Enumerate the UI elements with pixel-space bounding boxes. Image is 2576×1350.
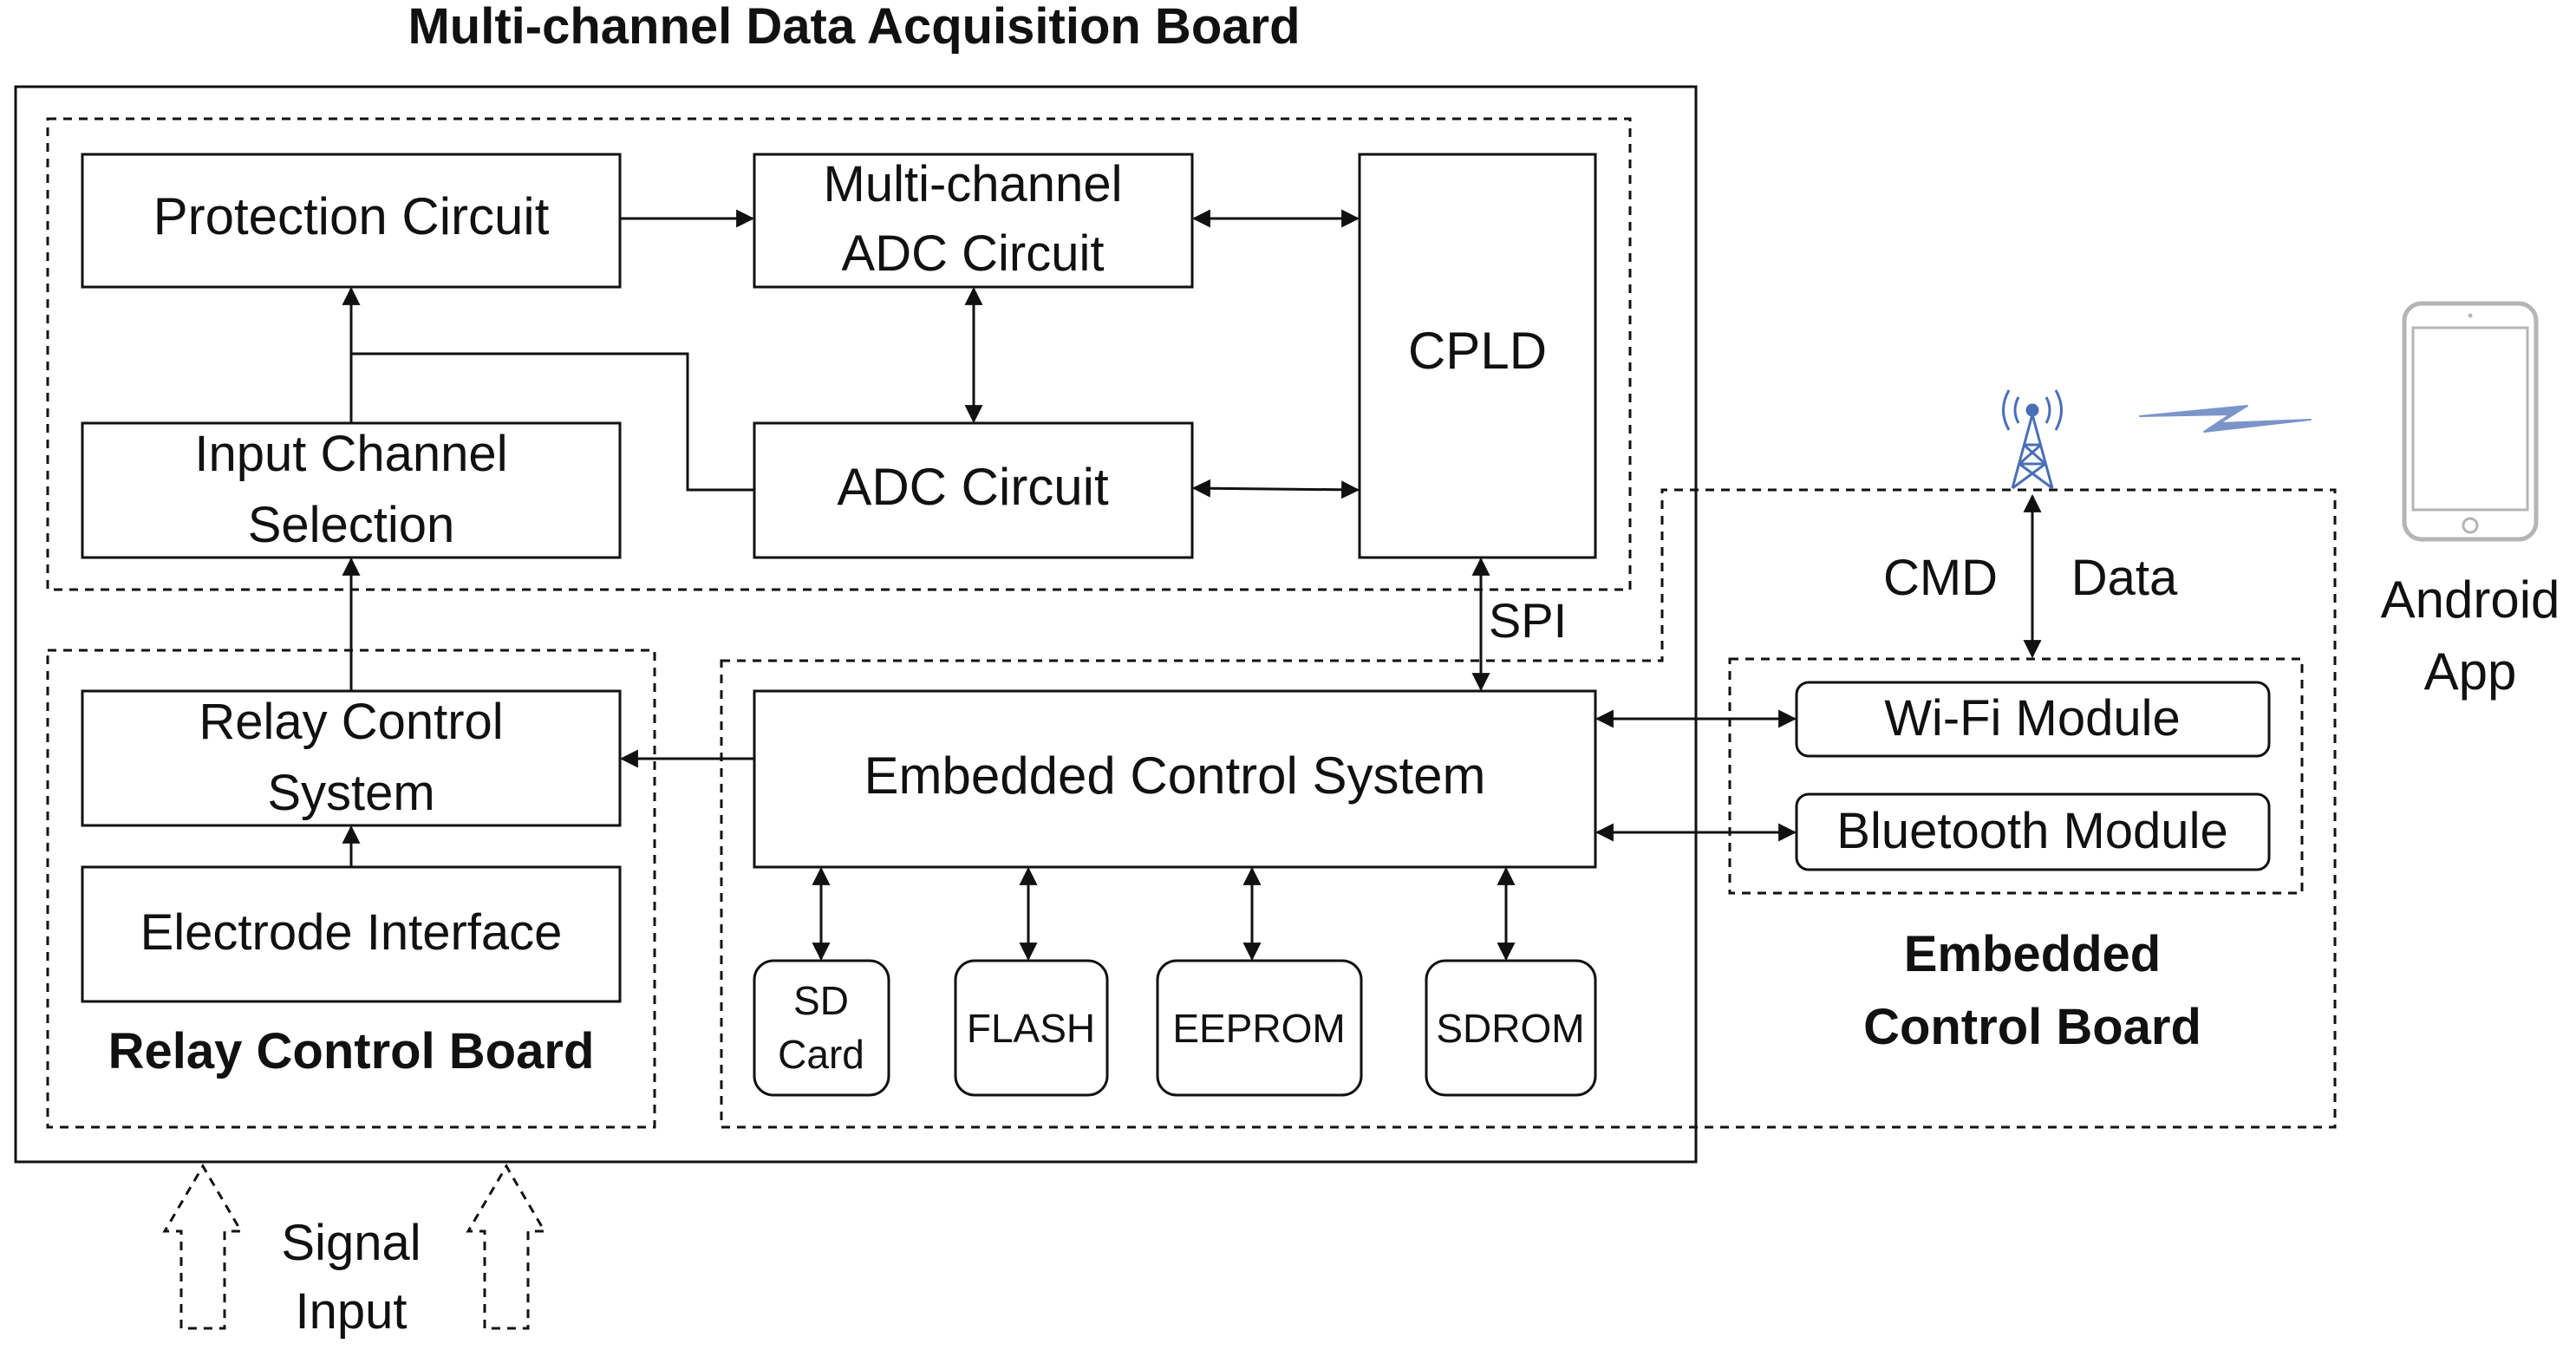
relay-board-title: Relay Control Board [108, 1023, 595, 1079]
wifi-module-label: Wi-Fi Module [1884, 690, 2181, 747]
signal-input-label-line2: Input [296, 1283, 408, 1340]
multi-adc-label-line1: Multi-channel [824, 156, 1123, 212]
relay-control-label-line1: Relay Control [199, 694, 503, 750]
input-channel-selection-block: Input Channel Selection [81, 421, 622, 559]
embedded-board-outline [720, 488, 2337, 1129]
acquisition-board-outline [14, 85, 1698, 1164]
signal-input-label-line1: Signal [281, 1215, 421, 1271]
cpld-block: CPLD [1358, 153, 1597, 559]
electrode-interface-label: Electrode Interface [140, 904, 563, 961]
protection-circuit-block: Protection Circuit [81, 153, 622, 289]
embedded-control-label: Embedded Control System [864, 747, 1485, 805]
multi-channel-adc-block: Multi-channel ADC Circuit [753, 153, 1194, 289]
lightning-link-icon [2139, 405, 2312, 433]
cpld-label: CPLD [1408, 322, 1547, 380]
tablet-phone-icon [2402, 301, 2539, 542]
embedded-board-title-line1: Embedded [1904, 926, 2162, 982]
embedded-board-title-line2: Control Board [1863, 999, 2201, 1055]
flash-block: FLASH [954, 959, 1109, 1097]
antenna-tower-icon [2002, 389, 2063, 490]
input-selection-label-line2: Selection [248, 497, 455, 553]
relay-control-system-block: Relay Control System [81, 689, 622, 827]
bluetooth-module-block: Bluetooth Module [1795, 792, 2271, 871]
line-input-selection-to-adc [351, 352, 754, 492]
relay-control-label-line2: System [267, 765, 434, 821]
acquisition-board-title: Multi-channel Data Acquisition Board [408, 0, 1300, 55]
wifi-module-block: Wi-Fi Module [1795, 681, 2271, 758]
arrow-adc-cpld [1191, 479, 1360, 499]
adc-circuit-block: ADC Circuit [753, 421, 1194, 559]
android-app-label-line2: App [2424, 642, 2517, 701]
multi-adc-label-line2: ADC Circuit [842, 225, 1105, 282]
signal-input-arrow-icon [162, 1164, 244, 1330]
wireless-modules-outline [1728, 657, 2304, 895]
protection-circuit-label: Protection Circuit [153, 187, 550, 245]
electrode-interface-block: Electrode Interface [81, 865, 622, 1003]
data-label: Data [2071, 550, 2178, 606]
sd-card-label-line1: SD [793, 978, 849, 1023]
eeprom-block: EEPROM [1156, 959, 1363, 1097]
adc-circuit-label: ADC Circuit [837, 458, 1109, 516]
android-app-label-line1: Android [2381, 571, 2560, 629]
sd-card-label-line2: Card [778, 1032, 864, 1077]
embedded-control-system-block: Embedded Control System [753, 689, 1597, 869]
bluetooth-module-label: Bluetooth Module [1836, 803, 2227, 859]
cmd-label: CMD [1883, 550, 1998, 606]
flash-label: FLASH [967, 1006, 1095, 1051]
eeprom-label: EEPROM [1172, 1006, 1345, 1051]
input-selection-label-line1: Input Channel [194, 426, 507, 482]
signal-input-arrow-icon [466, 1164, 547, 1330]
spi-label: SPI [1489, 593, 1567, 648]
sdrom-label: SDROM [1436, 1006, 1584, 1051]
adc-section-outline [46, 117, 1632, 591]
sd-card-block: SD Card [753, 959, 890, 1097]
connectors [342, 209, 2042, 962]
sdrom-block: SDROM [1425, 959, 1597, 1097]
